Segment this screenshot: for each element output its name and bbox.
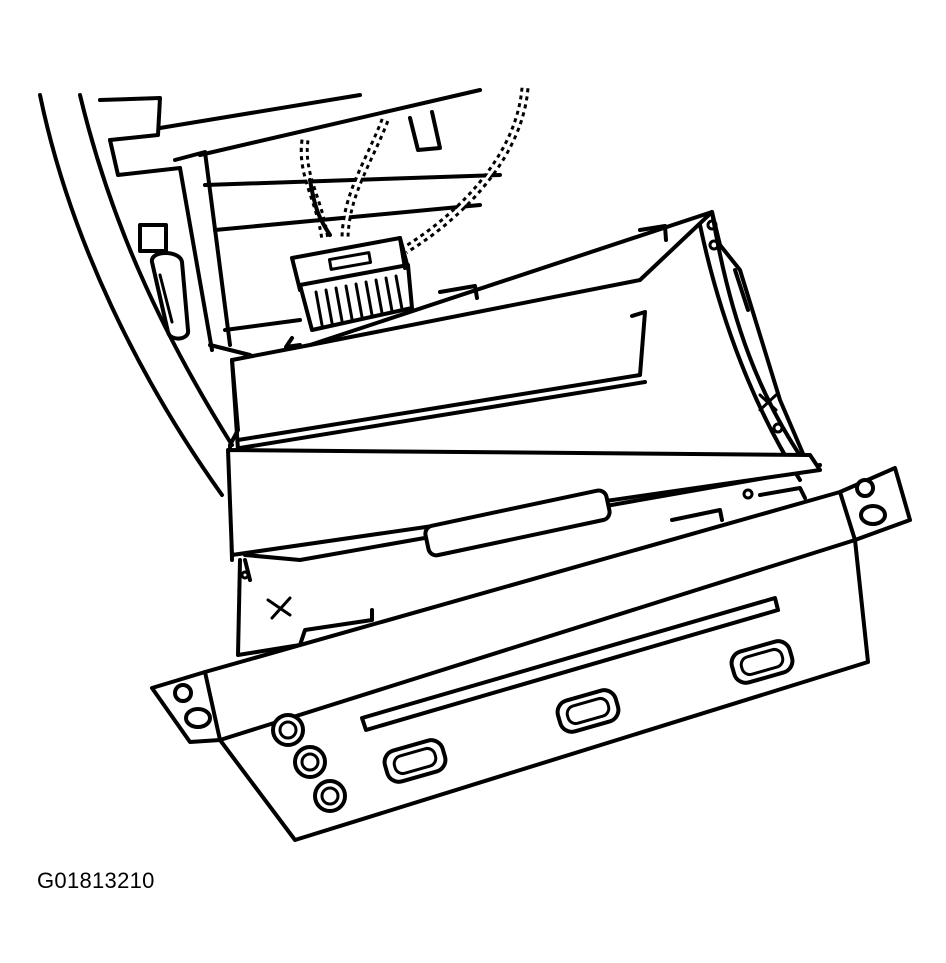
- figure-id-label: G01813210: [37, 868, 155, 893]
- harness-connector: [290, 236, 414, 332]
- dash-panel: [38, 88, 502, 497]
- preset-buttons: [382, 639, 795, 784]
- control-knobs: [271, 713, 347, 813]
- wiring-harness: [299, 87, 530, 254]
- radio-faceplate: [150, 466, 912, 842]
- radio-chassis: [226, 210, 822, 657]
